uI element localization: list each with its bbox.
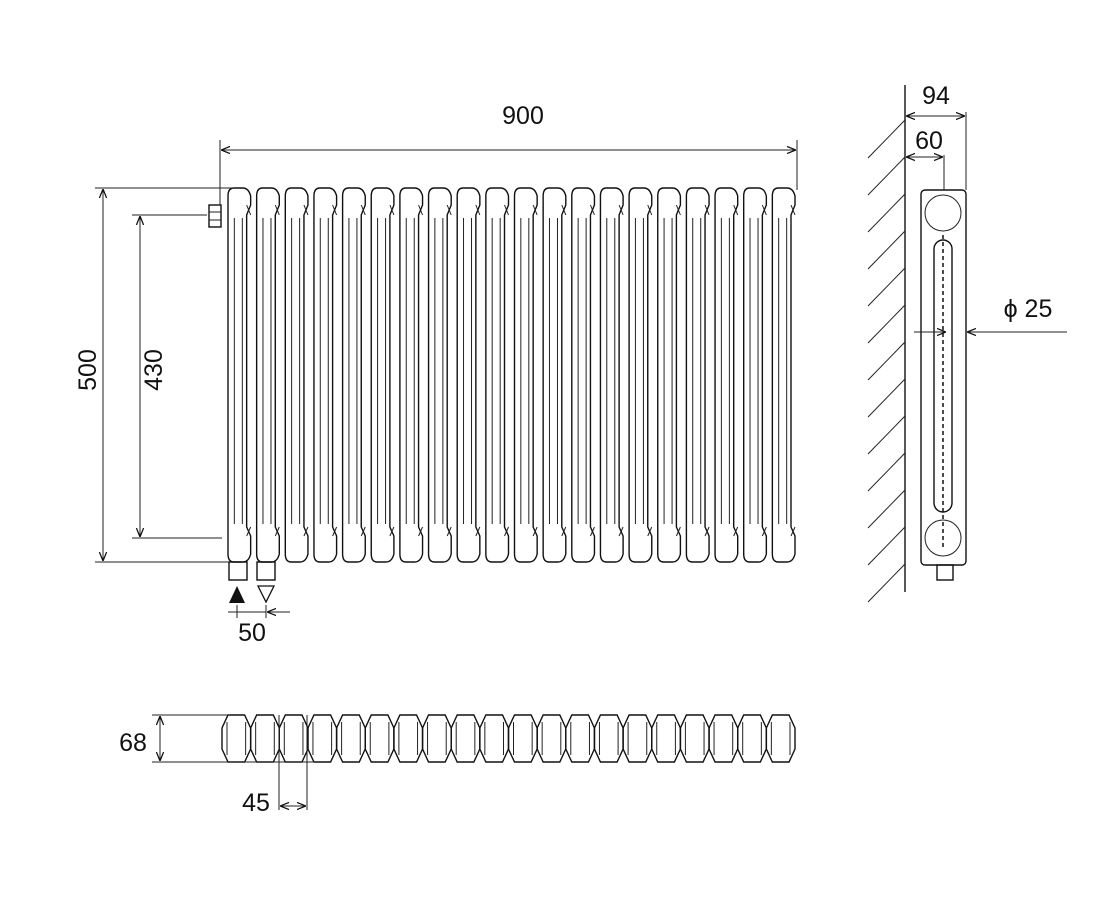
dimension-label-wall-to-front: 94 <box>922 82 950 110</box>
plan-section <box>221 714 252 763</box>
side-pipe <box>936 564 954 581</box>
plan-section <box>679 714 710 763</box>
front-section <box>399 187 424 563</box>
plan-section <box>421 714 452 763</box>
hatch-line <box>867 415 906 455</box>
front-section <box>485 187 510 563</box>
front-section <box>685 187 710 563</box>
front-section <box>542 187 567 563</box>
front-section <box>284 187 309 563</box>
plan-section <box>622 714 653 763</box>
plan-section <box>708 714 739 763</box>
plan-section <box>249 714 280 763</box>
plan-section <box>278 714 309 763</box>
dimension-width: 900 <box>219 102 798 205</box>
front-section <box>657 187 682 563</box>
wall-hatching <box>867 119 906 603</box>
dimension-label-axis-distance: 430 <box>140 349 168 391</box>
flow-in-arrow-icon <box>229 586 245 603</box>
hatch-line <box>867 156 906 196</box>
outlet-pipe <box>256 561 276 581</box>
hatch-line <box>867 230 906 270</box>
front-section <box>370 187 395 563</box>
plan-section <box>364 714 395 763</box>
plan-view <box>221 714 796 763</box>
side-view: 94 60 ϕ 25 <box>867 82 1067 603</box>
front-section <box>427 187 452 563</box>
hatch-line <box>867 563 906 603</box>
plan-section <box>479 714 510 763</box>
hatch-line <box>867 489 906 529</box>
plan-section <box>307 714 338 763</box>
front-section <box>771 187 796 563</box>
front-section <box>628 187 653 563</box>
plan-section <box>536 714 567 763</box>
dimension-section-pitch: 45 <box>242 715 308 817</box>
plan-section <box>507 714 538 763</box>
air-valve-icon <box>208 204 222 228</box>
dimension-connection-spacing: 50 <box>228 605 290 647</box>
plan-section <box>737 714 768 763</box>
dimension-label-height: 500 <box>74 349 102 391</box>
hatch-line <box>867 452 906 492</box>
front-section <box>743 187 768 563</box>
front-section <box>599 187 624 563</box>
hatch-line <box>867 119 906 159</box>
dimension-height: 500 <box>74 187 235 563</box>
hatch-line <box>867 304 906 344</box>
dimension-label-width: 900 <box>502 102 544 130</box>
plan-section <box>335 714 366 763</box>
dimension-label-pipe-diameter: ϕ 25 <box>1004 295 1053 323</box>
plan-section <box>593 714 624 763</box>
plan-section <box>450 714 481 763</box>
front-section <box>227 187 252 563</box>
front-section <box>255 187 280 563</box>
dimension-label-connection-spacing: 50 <box>238 619 266 647</box>
front-section <box>571 187 596 563</box>
hatch-line <box>867 341 906 381</box>
plan-section <box>651 714 682 763</box>
dimension-label-section-pitch: 45 <box>242 789 270 817</box>
plan-section <box>565 714 596 763</box>
front-view <box>227 187 796 563</box>
dimension-axis-distance: 430 <box>132 214 222 539</box>
hatch-line <box>867 526 906 566</box>
front-section <box>313 187 338 563</box>
dimension-label-depth: 68 <box>119 729 147 757</box>
plan-section <box>393 714 424 763</box>
hatch-line <box>867 193 906 233</box>
front-section <box>341 187 366 563</box>
plan-section <box>765 714 796 763</box>
inlet-pipe <box>228 561 248 581</box>
dimension-depth: 68 <box>119 714 313 763</box>
hatch-line <box>867 267 906 307</box>
dimension-label-wall-to-axis: 60 <box>915 127 943 155</box>
hatch-line <box>867 378 906 418</box>
front-section <box>714 187 739 563</box>
front-section <box>456 187 481 563</box>
front-section <box>513 187 538 563</box>
flow-out-arrow-icon <box>256 585 276 604</box>
